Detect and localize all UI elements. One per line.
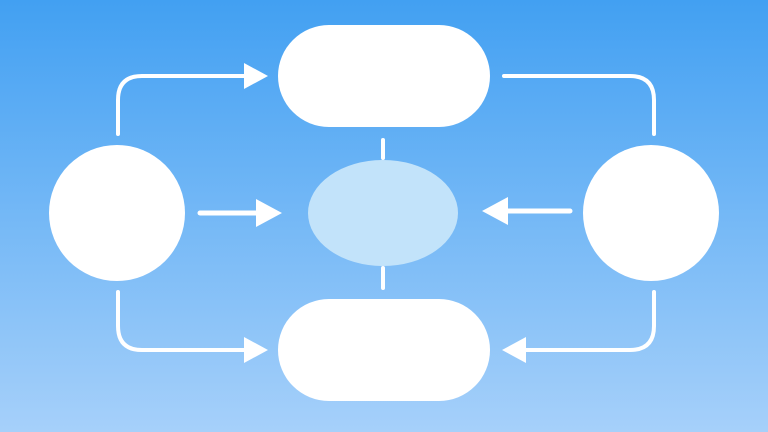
arrowhead-bottom-pill-right <box>502 337 526 363</box>
top-pill-node <box>278 25 490 127</box>
nodes <box>49 25 719 401</box>
edge-top-pill-to-right-circle <box>502 74 656 136</box>
edge-left-circle-to-bottom-pill <box>116 290 254 352</box>
right-circle-node <box>583 145 719 281</box>
center-ellipse-node <box>308 160 458 266</box>
connectors <box>116 74 656 352</box>
arrowhead-center-left <box>256 199 282 227</box>
edge-left-circle-to-top-pill <box>116 74 254 136</box>
arrowheads <box>244 63 526 363</box>
arrowhead-bottom-pill-left <box>244 337 268 363</box>
arrowhead-top-pill <box>244 63 268 89</box>
bottom-pill-node <box>278 299 490 401</box>
left-circle-node <box>49 145 185 281</box>
arrowhead-center-right <box>482 197 508 225</box>
edge-right-circle-to-bottom-pill <box>514 290 656 352</box>
